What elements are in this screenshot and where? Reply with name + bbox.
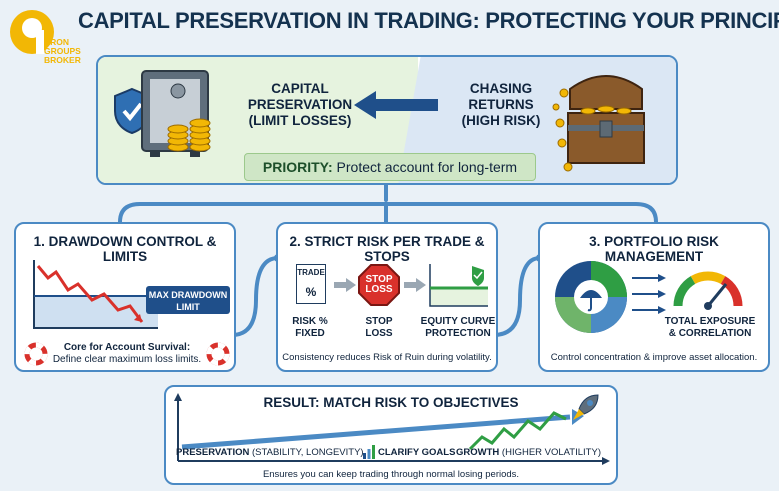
card1-heading: 1. DRAWDOWN CONTROL & LIMITS [33, 234, 217, 264]
arrow-right-icon [334, 278, 356, 292]
arrow-right-icon-2 [404, 278, 426, 292]
rocket-icon [573, 394, 599, 420]
clarify-goals-label: CLARIFY GOALS [378, 447, 456, 458]
preservation-label: PRESERVATION (STABILITY, LONGEVITY) [176, 447, 364, 458]
risk-per-trade-card: 2. STRICT RISK PER TRADE & STOPS TRADE %… [276, 222, 498, 372]
card3-footer: Control concentration & improve asset al… [550, 352, 758, 363]
bar-chart-icon [363, 445, 375, 459]
result-heading: RESULT: MATCH RISK TO OBJECTIVES [263, 395, 519, 410]
portfolio-risk-card: 3. PORTFOLIO RISK MANAGEMENT TOTAL EXPOS… [538, 222, 770, 372]
risk-fixed-label: RISK %FIXED [292, 316, 328, 339]
total-exposure-label: TOTAL EXPOSURE& CORRELATION [664, 316, 756, 339]
gauge-icon [673, 271, 743, 310]
shield-icon [114, 87, 150, 135]
page-title: CAPITAL PRESERVATION IN TRADING: PROTECT… [78, 8, 779, 33]
card3-heading: 3. PORTFOLIO RISK MANAGEMENT [589, 234, 719, 264]
drawdown-control-card: 1. DRAWDOWN CONTROL & LIMITS MAX DRAWDOW… [14, 222, 236, 372]
broker-logo [10, 10, 54, 54]
gold-coins-icon [167, 118, 211, 152]
lifebuoy-icon-right [206, 342, 230, 366]
stop-sign-icon [358, 264, 400, 306]
result-footer: Ensures you can keep trading through nor… [262, 469, 520, 480]
treasure-chest-icon [552, 75, 645, 172]
flow-arrows-icon [632, 274, 666, 314]
allocation-wheel-icon [555, 261, 627, 333]
growth-label: GROWTH (HIGHER VOLATILITY) [456, 447, 601, 458]
priority-banner: PRIORITY: Protect account for long-term … [244, 153, 536, 181]
card2-footer: Consistency reduces Risk of Ruin during … [282, 352, 492, 363]
result-chart [174, 393, 610, 465]
result-panel: RESULT: MATCH RISK TO OBJECTIVES PRESERV… [164, 385, 618, 485]
drawdown-chart [33, 260, 158, 329]
left-arrow-icon [354, 91, 438, 119]
equity-curve-icon [429, 264, 488, 307]
lifebuoy-icon [24, 342, 48, 366]
trade-document-icon: TRADE % [296, 264, 326, 304]
card1-note: Core for Account Survival:Define clear m… [52, 342, 202, 365]
card2-heading: 2. STRICT RISK PER TRADE & STOPS [289, 234, 485, 264]
